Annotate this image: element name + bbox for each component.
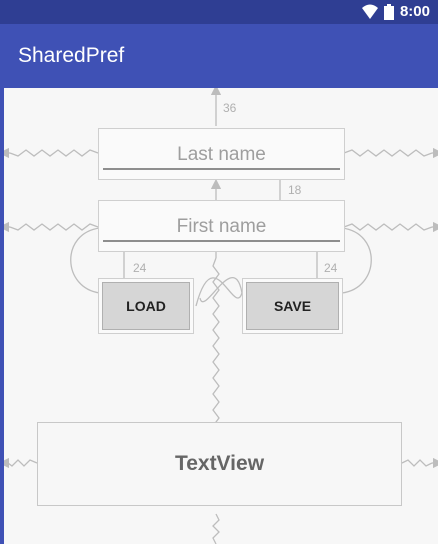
first-name-field[interactable]: First name	[98, 200, 345, 252]
battery-icon	[383, 3, 394, 20]
margin-top-label: 36	[223, 101, 237, 115]
layout-canvas: 36 18 24 24 Last name First name LOAD SA…	[4, 88, 438, 544]
margin-save-label: 24	[324, 261, 338, 275]
wifi-icon	[361, 4, 378, 19]
canvas-left-border	[0, 88, 4, 544]
app-title: SharedPref	[18, 44, 125, 67]
first-name-hint: First name	[176, 216, 267, 237]
save-button[interactable]: SAVE	[246, 282, 339, 330]
load-button[interactable]: LOAD	[102, 282, 190, 330]
app-bar: SharedPref	[0, 24, 438, 88]
margin-fields-label: 18	[288, 183, 302, 197]
last-name-hint: Last name	[177, 144, 266, 165]
load-button-frame: LOAD	[98, 278, 194, 334]
status-time: 8:00	[399, 3, 430, 20]
status-bar: 8:00	[0, 0, 438, 24]
margin-load-label: 24	[133, 261, 147, 275]
first-name-underline	[103, 240, 340, 242]
last-name-underline	[103, 168, 340, 170]
save-button-frame: SAVE	[242, 278, 343, 334]
textview[interactable]: TextView	[37, 422, 402, 506]
last-name-field[interactable]: Last name	[98, 128, 345, 180]
